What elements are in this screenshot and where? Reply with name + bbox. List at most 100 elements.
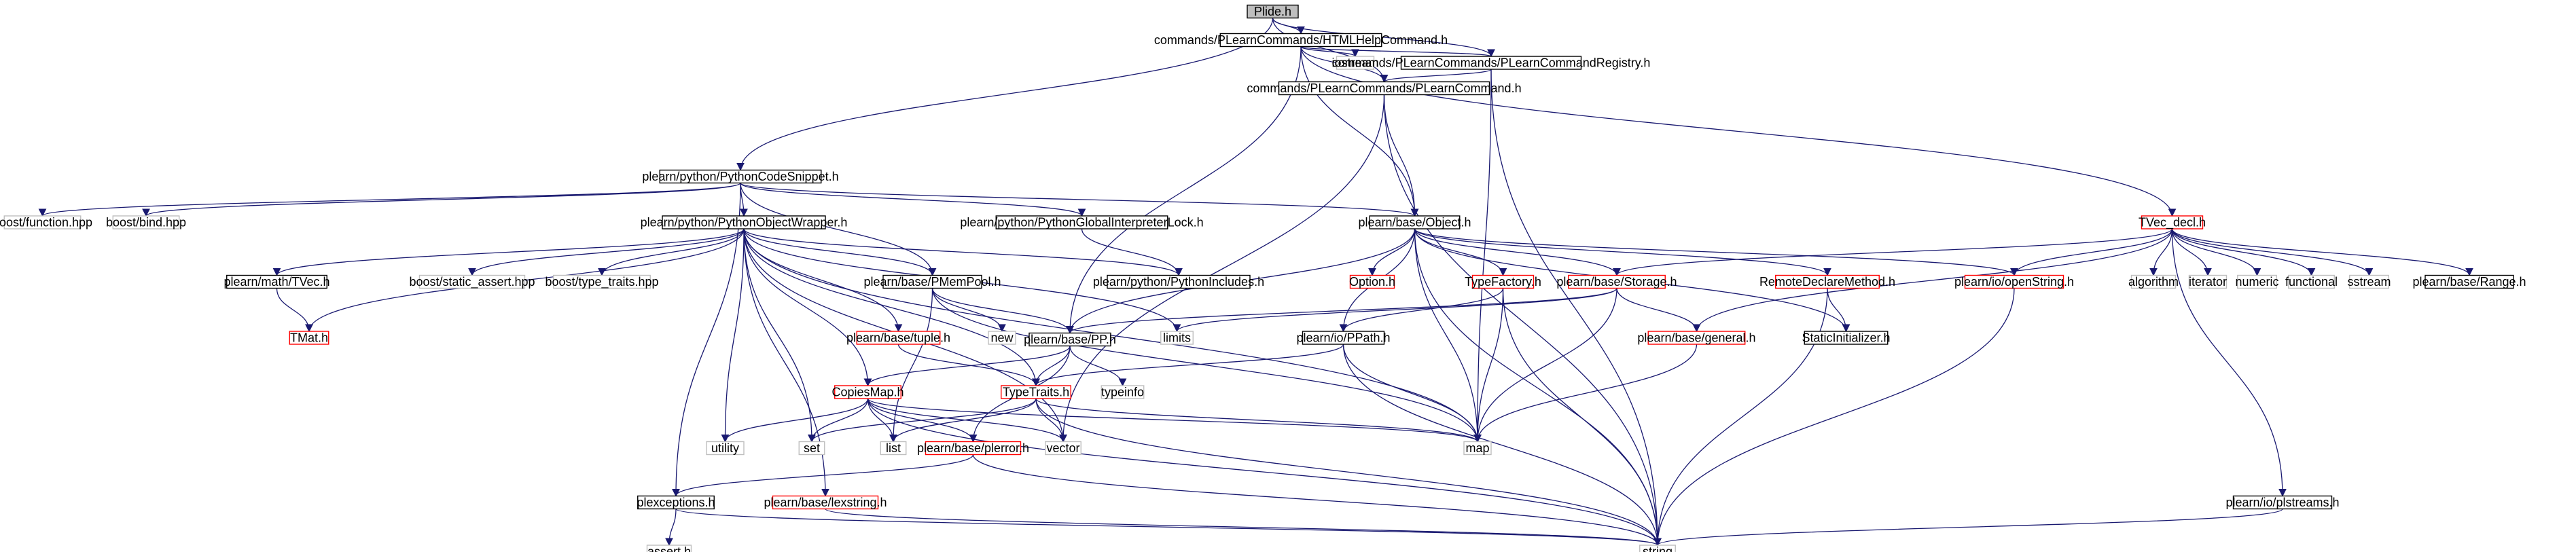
node-utility[interactable]: utility: [706, 441, 745, 456]
node-plearncommand[interactable]: commands/PLearnCommands/PLearnCommand.h: [1247, 81, 1522, 96]
node-tmat[interactable]: TMat.h: [289, 331, 329, 345]
node-htmlhelp-label: commands/PLearnCommands/HTMLHelpCommand.…: [1154, 33, 1448, 47]
node-list[interactable]: list: [880, 441, 907, 456]
node-pyincludes[interactable]: plearn/python/PythonIncludes.h: [1093, 275, 1264, 289]
node-typeinfo-box: [1101, 385, 1145, 399]
node-pygil[interactable]: plearn/python/PythonGlobalInterpreterLoc…: [960, 215, 1204, 229]
node-pygil-label: plearn/python/PythonGlobalInterpreterLoc…: [960, 215, 1203, 229]
node-staticinit[interactable]: StaticInitializer.h: [1802, 331, 1891, 345]
node-map[interactable]: map: [1463, 441, 1492, 456]
node-utility-label: utility: [711, 441, 739, 455]
node-htmlhelp[interactable]: commands/PLearnCommands/HTMLHelpCommand.…: [1154, 33, 1448, 48]
edge-tvecdecl-to-openstring: [2010, 228, 2173, 276]
node-lexstring[interactable]: plearn/base/lexstring.h: [764, 496, 887, 510]
node-plstreams-label: plearn/io/plstreams.h: [2225, 496, 2339, 509]
node-pyobjwrapper[interactable]: plearn/python/PythonObjectWrapper.h: [641, 215, 848, 229]
node-numeric-label: numeric: [2235, 275, 2278, 289]
node-limits[interactable]: limits: [1160, 331, 1194, 345]
node-typetraitshpp[interactable]: boost/type_traits.hpp: [545, 275, 658, 289]
node-pyobjwrapper-box: [662, 215, 826, 229]
node-iostream[interactable]: iostream: [1331, 56, 1379, 70]
edge-pythoncodesnippet-to-boostbind: [142, 182, 741, 217]
node-tvec-label: plearn/math/TVec.h: [223, 275, 329, 289]
node-asserth-label: assert.h: [647, 545, 691, 552]
node-iostream-box: [1336, 56, 1375, 70]
node-remotedeclare[interactable]: RemoteDeclareMethod.h: [1759, 275, 1895, 289]
node-cmdregistry[interactable]: commands/PLearnCommands/PLearnCommandReg…: [1332, 56, 1651, 70]
node-tvecdecl-label: TVec_decl.h: [2139, 215, 2206, 229]
node-utility-box: [706, 441, 745, 456]
node-general[interactable]: plearn/base/general.h: [1637, 331, 1756, 345]
node-tuple-label: plearn/base/tuple.h: [846, 331, 950, 344]
node-string[interactable]: string: [1639, 545, 1676, 552]
node-typetraits[interactable]: TypeTraits.h: [1001, 385, 1071, 399]
node-new[interactable]: new: [988, 331, 1016, 345]
node-staticinit-label: StaticInitializer.h: [1802, 331, 1890, 344]
node-tuple-box: [856, 331, 941, 345]
node-plerror-label: plearn/base/plerror.h: [917, 441, 1029, 455]
node-iterator-box: [2188, 274, 2228, 289]
node-copiesmap[interactable]: CopiesMap.h: [831, 385, 904, 399]
node-pp[interactable]: plearn/base/PP.h: [1024, 333, 1116, 347]
node-typefactory[interactable]: TypeFactory.h: [1465, 275, 1541, 289]
node-tvecdecl[interactable]: TVec_decl.h: [2139, 215, 2206, 229]
node-cmdregistry-label: commands/PLearnCommands/PLearnCommandReg…: [1332, 56, 1651, 69]
node-plerror[interactable]: plearn/base/plerror.h: [917, 441, 1029, 456]
edge-remotedeclare-to-staticinit: [1827, 288, 1850, 333]
node-plexceptions[interactable]: plexceptions.h: [637, 496, 715, 510]
edge-object-to-option: [1368, 228, 1416, 276]
node-tuple[interactable]: plearn/base/tuple.h: [846, 331, 950, 345]
edge-ppath-to-map: [1342, 344, 1482, 443]
node-object[interactable]: plearn/base/Object.h: [1358, 215, 1471, 229]
node-set[interactable]: set: [798, 441, 825, 456]
node-functional-label: functional: [2285, 275, 2338, 289]
node-functional-box: [2288, 274, 2335, 289]
node-pp-label: plearn/base/PP.h: [1024, 333, 1116, 346]
edge-pythoncodesnippet-to-pmempool: [740, 183, 937, 276]
node-option-label: Option.h: [1349, 275, 1395, 289]
edge-plerror-to-string: [972, 454, 1662, 547]
edge-pmempool-to-map: [931, 288, 1482, 443]
node-lexstring-label: plearn/base/lexstring.h: [764, 496, 887, 509]
node-sstream[interactable]: sstream: [2347, 275, 2391, 289]
node-vector-box: [1045, 441, 1081, 456]
node-boostfunction[interactable]: boost/function.hpp: [0, 215, 92, 229]
node-pygil-box: [995, 215, 1168, 229]
node-numeric-box: [2237, 274, 2277, 289]
node-plstreams[interactable]: plearn/io/plstreams.h: [2225, 495, 2340, 510]
node-option[interactable]: Option.h: [1349, 275, 1395, 289]
node-typeinfo[interactable]: typeinfo: [1101, 385, 1145, 399]
node-openstring[interactable]: plearn/io/openString.h: [1954, 275, 2074, 289]
edge-tvecdecl-to-numeric: [2171, 228, 2261, 276]
node-pmempool-box: [882, 274, 982, 289]
node-iterator[interactable]: iterator: [2188, 274, 2228, 289]
node-algorithm[interactable]: algorithm: [2128, 275, 2179, 289]
node-pmempool[interactable]: plearn/base/PMemPool.h: [863, 275, 1001, 289]
node-plide[interactable]: Plide.h: [1247, 5, 1299, 19]
node-plearncommand-label: commands/PLearnCommands/PLearnCommand.h: [1247, 81, 1521, 95]
edge-pythoncodesnippet-to-object: [740, 182, 1418, 217]
node-limits-label: limits: [1163, 331, 1191, 344]
node-numeric[interactable]: numeric: [2235, 274, 2279, 289]
node-range[interactable]: plearn/base/Range.h: [2412, 275, 2526, 289]
node-functional[interactable]: functional: [2285, 275, 2338, 289]
node-vector[interactable]: vector: [1045, 441, 1081, 456]
edge-object-to-openstring: [1414, 228, 2018, 276]
node-tmat-box: [289, 331, 329, 345]
node-copiesmap-label: CopiesMap.h: [831, 385, 904, 399]
node-typefactory-box: [1471, 274, 1535, 289]
edge-object-to-map: [1414, 228, 1482, 443]
nodes-layer: Plide.h commands/PLearnCommands/HTMLHelpC…: [0, 5, 2526, 552]
node-plstreams-box: [2232, 495, 2333, 510]
node-boostbind-box: [112, 215, 180, 229]
node-pythoncodesnippet[interactable]: plearn/python/PythonCodeSnippet.h: [642, 170, 839, 184]
node-tvec[interactable]: plearn/math/TVec.h: [223, 275, 330, 289]
node-boostbind[interactable]: boost/bind.hpp: [106, 215, 186, 229]
node-asserth[interactable]: assert.h: [646, 545, 692, 552]
edge-plide-to-plearncommand: [1272, 18, 1389, 83]
node-staticassert[interactable]: boost/static_assert.hpp: [409, 275, 535, 289]
node-ppath[interactable]: plearn/io/PPath.h: [1296, 331, 1391, 345]
edge-general-to-map: [1473, 344, 1698, 443]
node-storage[interactable]: plearn/base/Storage.h: [1556, 275, 1677, 289]
